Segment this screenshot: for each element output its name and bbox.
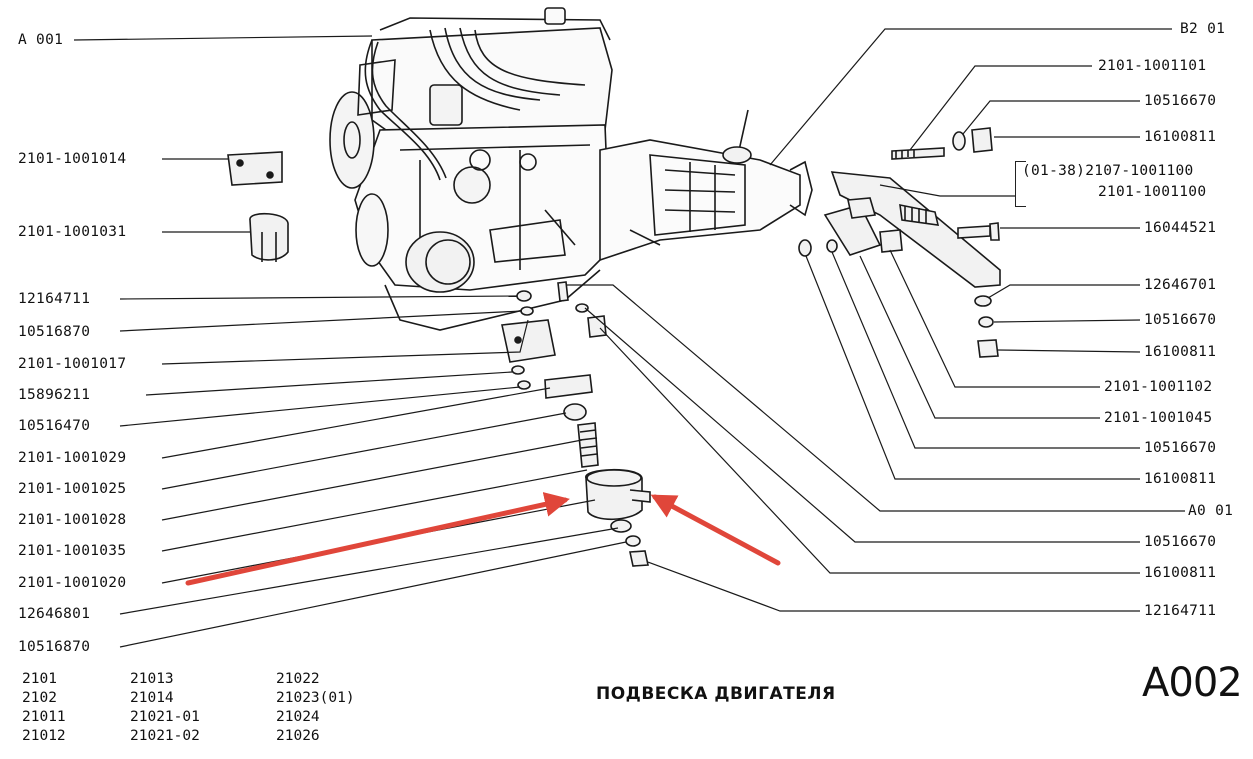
label-left-12: 2101-1001020 <box>18 575 127 591</box>
label-left-4: 10516870 <box>18 324 91 340</box>
label-right-15: 10516670 <box>1144 534 1217 550</box>
label-left-14: 10516870 <box>18 639 91 655</box>
model-item: 21011 <box>22 709 66 725</box>
model-item: 21023(01) <box>276 690 355 706</box>
label-left-8: 2101-1001029 <box>18 450 127 466</box>
diagram-title: ПОДВЕСКА ДВИГАТЕЛЯ <box>596 684 836 704</box>
label-right-14: A0 01 <box>1188 503 1234 519</box>
label-right-1: 2101-1001101 <box>1098 58 1207 74</box>
label-left-6: 15896211 <box>18 387 91 403</box>
label-right-4: (01-38)2107-1001100 <box>1022 163 1194 179</box>
label-right-7: 12646701 <box>1144 277 1217 293</box>
model-item: 21024 <box>276 709 320 725</box>
label-left-7: 10516470 <box>18 418 91 434</box>
label-right-3: 16100811 <box>1144 129 1217 145</box>
label-left-11: 2101-1001035 <box>18 543 127 559</box>
models-col-2: 21013 21014 21021-01 21021-02 <box>130 670 200 746</box>
model-item: 21022 <box>276 671 320 687</box>
model-item: 2101 <box>22 671 57 687</box>
label-right-12: 10516670 <box>1144 440 1217 456</box>
label-left-5: 2101-1001017 <box>18 356 127 372</box>
highlight-arrows <box>185 492 781 586</box>
label-left-9: 2101-1001025 <box>18 481 127 497</box>
label-right-13: 16100811 <box>1144 471 1217 487</box>
leader-lines <box>73 28 1185 648</box>
label-right-2: 10516670 <box>1144 93 1217 109</box>
arrow-right <box>650 494 781 566</box>
label-right-9: 16100811 <box>1144 344 1217 360</box>
label-right-17: 12164711 <box>1144 603 1217 619</box>
model-item: 21021-02 <box>130 728 200 744</box>
page-code: A002 <box>1142 660 1243 706</box>
model-item: 2102 <box>22 690 57 706</box>
model-item: 21012 <box>22 728 66 744</box>
right-parts <box>798 127 1001 358</box>
model-item: 21013 <box>130 671 174 687</box>
label-right-0: B2 01 <box>1180 21 1226 37</box>
label-left-13: 12646801 <box>18 606 91 622</box>
variant-bracket <box>1015 161 1026 207</box>
model-item: 21021-01 <box>130 709 200 725</box>
label-right-8: 10516670 <box>1144 312 1217 328</box>
models-col-3: 21022 21023(01) 21024 21026 <box>276 670 355 746</box>
label-left-2: 2101-1001031 <box>18 224 127 240</box>
arrow-left-long <box>185 492 570 586</box>
label-right-6: 16044521 <box>1144 220 1217 236</box>
label-right-5: 2101-1001100 <box>1098 184 1207 200</box>
gearbox-drawing <box>599 109 813 262</box>
label-right-11: 2101-1001045 <box>1104 410 1213 426</box>
label-left-1: 2101-1001014 <box>18 151 127 167</box>
label-left-3: 12164711 <box>18 291 91 307</box>
engine-drawing <box>329 7 613 331</box>
label-left-10: 2101-1001028 <box>18 512 127 528</box>
left-parts <box>227 151 651 567</box>
model-item: 21014 <box>130 690 174 706</box>
label-right-16: 16100811 <box>1144 565 1217 581</box>
model-item: 21026 <box>276 728 320 744</box>
label-left-0: A 001 <box>18 32 64 48</box>
label-right-10: 2101-1001102 <box>1104 379 1213 395</box>
models-col-1: 2101 2102 21011 21012 <box>22 670 66 746</box>
